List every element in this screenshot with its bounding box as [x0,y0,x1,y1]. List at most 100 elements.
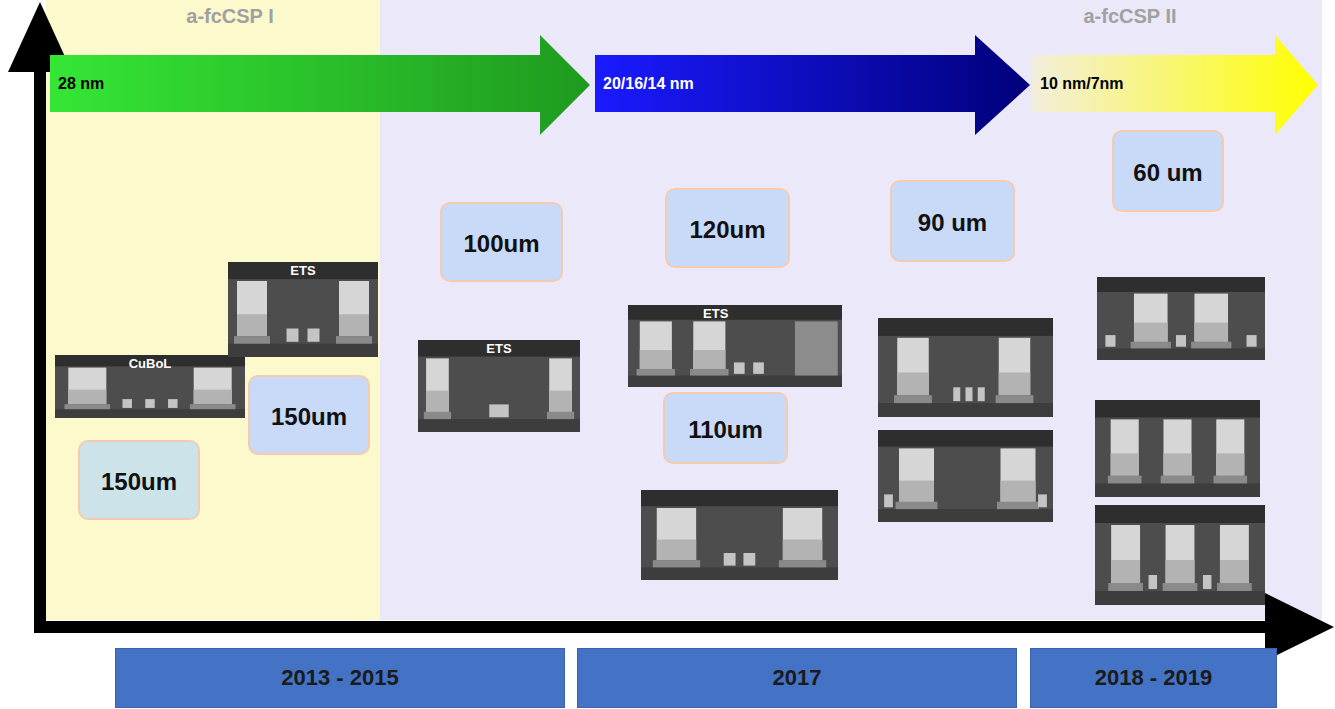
trace-pad [1176,335,1186,347]
solder-cap [1216,453,1244,475]
solder-cap [783,540,822,561]
photo-substrate [228,344,378,357]
bond-pad [190,404,236,409]
trace-pad [1247,335,1257,347]
solder-cap [68,390,106,404]
copper-pillar [237,281,267,336]
solder-cap [1166,560,1195,583]
bond-pad [653,560,700,567]
trace-pad [122,399,132,408]
cross-section-label-box: ETS [418,340,580,432]
pitch-box: 120um [665,188,790,268]
node-arrow: 10 nm/7nm [1032,35,1318,135]
photo-die [1095,505,1265,523]
bond-pad [1217,583,1252,591]
bond-pad [1131,342,1171,349]
solder-cap [237,314,267,336]
bond-pad [996,395,1034,403]
photo-substrate [1097,348,1265,360]
solder-cap [1163,453,1191,475]
year-bar: 2018 - 2019 [1030,648,1277,708]
solder-cap [999,372,1031,395]
photo-substrate [1095,483,1260,497]
trace-pad [743,553,755,566]
trace-pad [1149,575,1158,589]
solder-cap [897,372,929,395]
bond-pad [690,369,729,376]
year-bar: 2017 [577,648,1017,708]
bond-pad [896,502,938,509]
bond-pad [65,404,111,409]
bond-pad [1108,583,1143,591]
solder-cap [1220,560,1249,583]
photo-ground [55,355,245,418]
photo-die [641,490,838,506]
copper-pillar [897,338,929,395]
copper-pillar [899,448,934,501]
copper-pillar [1166,525,1195,583]
node-arrow: 20/16/14 nm [595,35,1030,135]
copper-pillar [426,358,449,411]
bond-pad [1108,476,1142,484]
photo-ground [641,490,838,580]
arrow-body [50,35,590,135]
cross-section-photo [418,340,580,432]
label-text: 20/16/14 nm [603,55,694,112]
photo-ground [228,262,378,357]
label-text: 10 nm/7nm [1040,55,1124,112]
copper-pillar [1194,294,1228,342]
cross-section-label-box: ETS [628,305,842,387]
bond-pad [1191,342,1231,349]
pitch-box: 110um [663,392,788,464]
copper-pillar [640,321,672,369]
photo-ground [878,318,1053,417]
bond-pad [336,336,372,344]
solder-cap [549,391,572,412]
cross-section-photo [878,430,1053,522]
trace-pad [884,494,893,507]
era-heading: a-fcCSP II [1084,4,1177,28]
label-text: 2018 - 2019 [1095,664,1212,692]
photo-ground [628,305,842,387]
photo-die [628,305,842,320]
pitch-value: 150um [271,402,347,432]
y-axis [34,60,46,633]
photo-ground [1097,277,1265,360]
trace-pad [724,553,736,566]
copper-pillar [783,508,822,560]
copper-pillar [549,358,572,411]
photo-substrate [878,509,1053,522]
cross-section-photo [55,355,245,418]
cross-section-label-box: CuBoL [55,355,245,418]
trace-pad [168,399,178,408]
solder-cap [1001,481,1036,502]
copper-pillar [68,368,106,405]
solder-cap [1111,560,1140,583]
solder-cap [1194,323,1228,342]
photo-substrate [628,376,842,387]
trace-pad [1203,575,1212,589]
copper-pillar [657,508,696,560]
trace-pad [978,387,985,401]
era-heading: a-fcCSP I [186,4,273,28]
node-arrow: 28 nm [50,35,590,135]
cross-section-photo [228,262,378,357]
solder-cap [1134,323,1168,342]
trace-pad [489,404,508,417]
solder-cap [339,314,369,336]
pitch-value: 120um [689,215,765,245]
solder-cap [1111,453,1139,475]
bond-pad [894,395,932,403]
photo-ground [418,340,580,432]
cross-section-photo [628,305,842,387]
photo-die [228,262,378,279]
copper-pillar [1111,419,1139,475]
label-text: ETS [486,341,511,356]
pitch-box: 150um [78,440,200,520]
solder-cap [194,390,232,404]
bond-pad [997,502,1039,509]
bond-pad [234,336,270,344]
photo-die [418,340,580,357]
solder-cap [693,350,725,369]
label-text: CuBoL [129,356,172,371]
